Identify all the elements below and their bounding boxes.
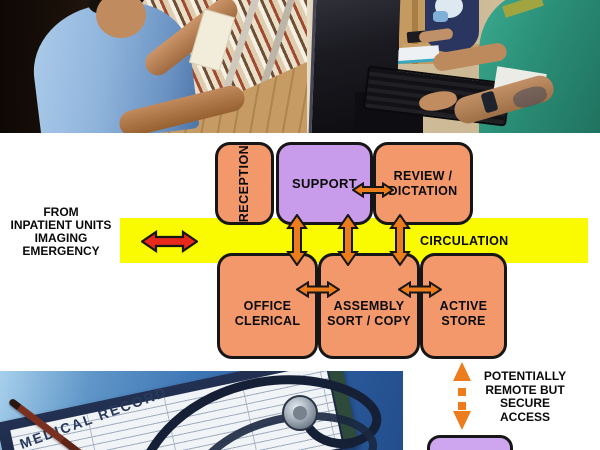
box-reception-label: RECEPTION bbox=[237, 144, 251, 223]
box-assembly-sort-copy: ASSEMBLY SORT / COPY bbox=[318, 253, 420, 359]
photo-medical-record-form: MEDICAL RECORD bbox=[0, 371, 403, 450]
bidirectional-arrow-inflow-icon bbox=[141, 230, 198, 253]
box-review-line: REVIEW / bbox=[393, 168, 453, 183]
arrow-office-assembly-icon bbox=[296, 281, 340, 298]
remote-line: SECURE bbox=[499, 396, 550, 410]
remote-line: POTENTIALLY bbox=[483, 369, 567, 383]
arrow-review-assembly-icon bbox=[389, 214, 411, 266]
box-active-store: ACTIVE STORE bbox=[420, 253, 507, 359]
box-support-label: SUPPORT bbox=[292, 176, 357, 191]
inflow-sources-label: FROM INPATIENT UNITS IMAGING EMERGENCY bbox=[4, 206, 118, 258]
box-office-clerical: OFFICE CLERICAL bbox=[217, 253, 318, 359]
box-active-line: ACTIVE bbox=[439, 299, 488, 313]
inflow-line: INPATIENT UNITS bbox=[10, 218, 112, 232]
arrow-support-review-icon bbox=[352, 182, 394, 198]
inflow-line: EMERGENCY bbox=[22, 244, 100, 258]
arrow-remote-access-icon bbox=[453, 362, 471, 430]
box-reception: RECEPTION bbox=[215, 142, 274, 225]
face-mask-illustration bbox=[433, 11, 448, 22]
box-review-line: DICTATION bbox=[388, 183, 458, 198]
stethoscope-illustration bbox=[146, 375, 382, 450]
arrow-assembly-active-icon bbox=[398, 281, 442, 298]
remote-line: ACCESS bbox=[499, 409, 550, 424]
inflow-line: FROM bbox=[43, 205, 79, 219]
box-assembly-line: SORT / COPY bbox=[327, 314, 411, 328]
remote-line: REMOTE BUT bbox=[485, 382, 565, 397]
photo-filing-paper-records bbox=[0, 0, 307, 133]
arrow-support-assembly-icon bbox=[337, 214, 359, 266]
circulation-label: CIRCULATION bbox=[420, 234, 509, 248]
box-support: SUPPORT bbox=[276, 142, 373, 225]
box-assembly-line: ASSEMBLY bbox=[333, 299, 405, 313]
remote-access-label: POTENTIALLY REMOTE BUT SECURE ACCESS bbox=[472, 369, 578, 424]
photo-computer-workstations bbox=[307, 0, 600, 133]
box-office-line: CLERICAL bbox=[234, 314, 301, 328]
box-active-line: STORE bbox=[441, 314, 486, 328]
box-office-line: OFFICE bbox=[243, 299, 292, 313]
box-remote-access-stub bbox=[427, 435, 513, 450]
box-review-dictation: REVIEW / DICTATION bbox=[373, 142, 473, 225]
clerk-head-illustration bbox=[96, 0, 146, 38]
arrow-support-office-icon bbox=[286, 214, 308, 266]
inflow-line: IMAGING bbox=[34, 231, 88, 245]
